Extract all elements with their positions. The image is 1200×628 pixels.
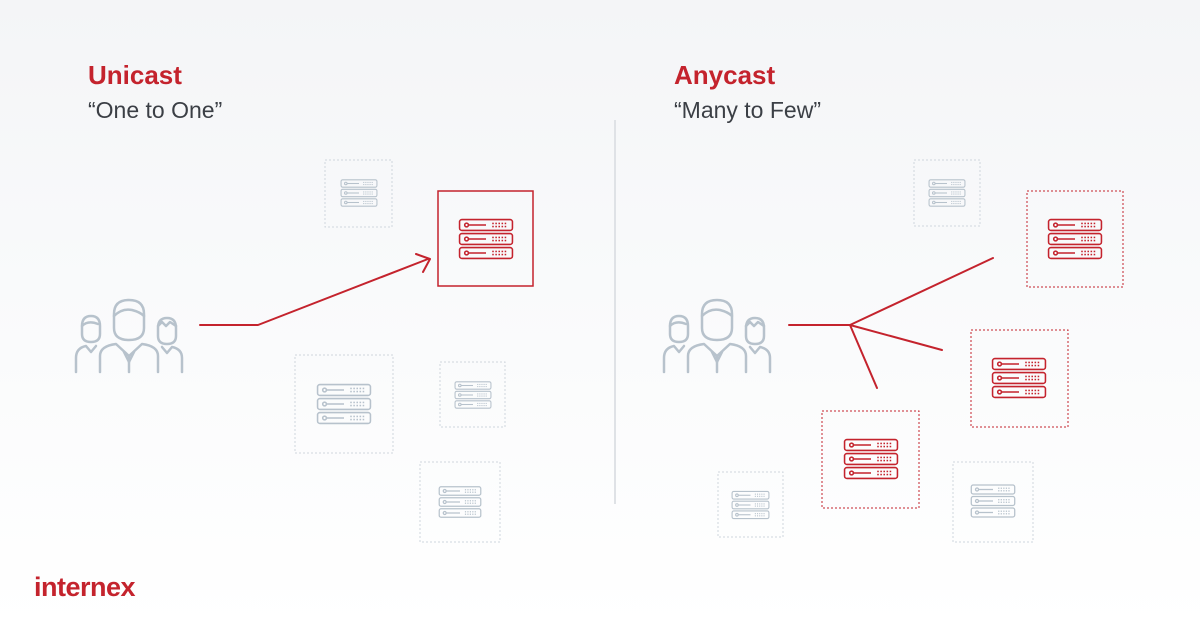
server-icon bbox=[324, 159, 393, 228]
active-server-icon bbox=[821, 410, 920, 509]
panel-divider bbox=[614, 120, 616, 504]
anycast-subtitle: “Many to Few” bbox=[674, 97, 821, 123]
anycast-route-lines bbox=[788, 257, 994, 389]
active-server-icon bbox=[1026, 190, 1124, 288]
active-server-icon bbox=[970, 329, 1069, 428]
server-icon bbox=[913, 159, 981, 227]
server-icon bbox=[439, 361, 506, 428]
users-group-icon bbox=[662, 298, 772, 374]
anycast-panel bbox=[662, 159, 1124, 543]
anycast-title: Anycast bbox=[674, 60, 776, 90]
internex-logo: internex bbox=[34, 572, 136, 602]
server-icon bbox=[717, 471, 784, 538]
unicast-subtitle: “One to One” bbox=[88, 97, 223, 123]
active-server-icon bbox=[437, 190, 534, 287]
unicast-panel bbox=[74, 159, 534, 543]
server-icon bbox=[952, 461, 1034, 543]
server-icon bbox=[294, 354, 394, 454]
users-group-icon bbox=[74, 298, 184, 374]
server-icon bbox=[419, 461, 501, 543]
unicast-title: Unicast bbox=[88, 60, 182, 90]
unicast-route-arrow bbox=[199, 253, 431, 326]
